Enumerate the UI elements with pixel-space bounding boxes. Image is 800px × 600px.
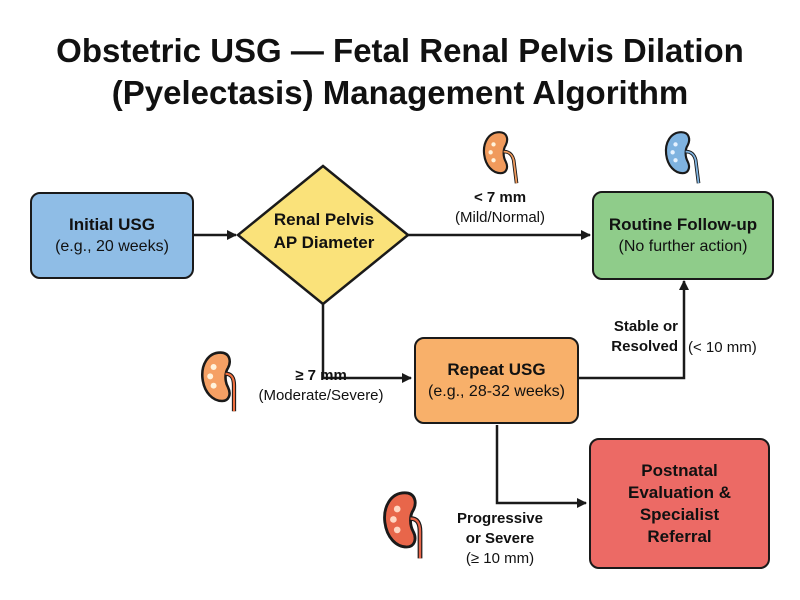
page-title: Obstetric USG — Fetal Renal Pelvis Dilat… xyxy=(0,30,800,114)
routine-follow-up-box: Routine Follow-up (No further action) xyxy=(592,191,774,280)
edge-stable-line-2: Resolved xyxy=(611,338,678,355)
edge-label-stable: Stable or Resolved xyxy=(598,317,678,357)
kidney-icon xyxy=(383,491,423,559)
decision-line-1: Renal Pelvis xyxy=(273,210,375,229)
postnatal-line-2: Evaluation & xyxy=(628,482,731,502)
postnatal-line-1: Postnatal xyxy=(641,460,718,480)
kidney-icon xyxy=(482,131,519,184)
edge-repeat-to-postnatal xyxy=(495,425,587,508)
initial-usg-note: (e.g., 20 weeks) xyxy=(55,238,169,255)
edge-progressive-sub: (≥ 10 mm) xyxy=(465,550,535,567)
initial-usg-box: Initial USG (e.g., 20 weeks) xyxy=(30,192,194,279)
routine-note: (No further action) xyxy=(618,238,748,255)
edge-ge7-main: ≥ 7 mm xyxy=(295,367,347,384)
title-line-2: (Pyelectasis) Management Algorithm xyxy=(111,74,689,111)
edge-lt7-sub: (Mild/Normal) xyxy=(455,209,545,226)
edge-decision-to-repeat xyxy=(321,304,412,383)
kidney-icon xyxy=(664,131,701,184)
edge-label-progressive: Progressive or Severe (≥ 10 mm) xyxy=(440,509,560,569)
repeat-usg-box: Repeat USG (e.g., 28-32 weeks) xyxy=(414,337,579,424)
edge-stable-line-1: Stable or xyxy=(613,318,678,335)
edge-label-lt7: < 7 mm (Mild/Normal) xyxy=(440,188,560,228)
edge-repeat-to-routine xyxy=(579,280,689,380)
title-line-1: Obstetric USG — Fetal Renal Pelvis Dilat… xyxy=(56,32,744,69)
edge-label-ge7: ≥ 7 mm (Moderate/Severe) xyxy=(246,366,396,406)
decision-line-2: AP Diameter xyxy=(273,233,375,252)
routine-title: Routine Follow-up xyxy=(608,215,758,234)
postnatal-referral-box: Postnatal Evaluation & Specialist Referr… xyxy=(589,438,770,569)
initial-usg-title: Initial USG xyxy=(69,215,155,234)
kidney-icon xyxy=(201,351,237,412)
edge-progressive-line-2: or Severe xyxy=(465,530,535,547)
edge-ge7-sub: (Moderate/Severe) xyxy=(258,387,384,404)
repeat-usg-title: Repeat USG xyxy=(447,360,546,379)
edge-stable-sub: (< 10 mm) xyxy=(688,339,757,356)
repeat-usg-note: (e.g., 28-32 weeks) xyxy=(428,383,565,400)
edge-lt7-main: < 7 mm xyxy=(473,189,527,206)
postnatal-line-4: Referral xyxy=(647,526,712,546)
decision-label: Renal Pelvis AP Diameter xyxy=(244,208,404,254)
edge-progressive-line-1: Progressive xyxy=(457,510,543,527)
postnatal-line-3: Specialist xyxy=(639,504,720,524)
